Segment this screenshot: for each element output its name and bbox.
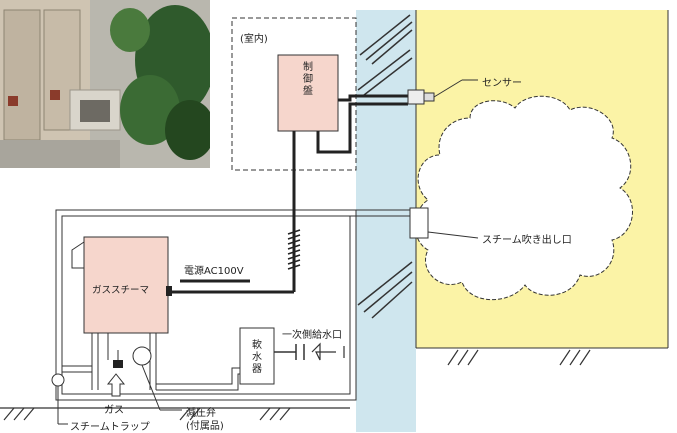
cable-coil (287, 229, 301, 270)
leader-lines (57, 364, 182, 425)
steam-duct (56, 209, 416, 217)
indoor-label: (室内) (240, 34, 268, 45)
softener-box (239, 327, 275, 385)
steam-trap (51, 373, 65, 387)
power-label: 電源AC100V (184, 266, 244, 277)
pressure-valve-note: (付属品) (186, 421, 224, 432)
steamer-piping (62, 333, 262, 391)
primary-water-inlet-label: 一次側給水口 (282, 330, 342, 341)
gas-label: ガス (104, 405, 124, 416)
pressure-valve (132, 346, 152, 366)
control-panel-box (277, 54, 339, 132)
gas-steamer-box (83, 236, 169, 334)
sensor-label: センサー (482, 78, 522, 89)
softener-label: 軟水器 (252, 340, 262, 375)
sensor-cable (316, 94, 408, 154)
steam-trap-label: スチームトラップ (70, 422, 150, 433)
installation-photo (0, 0, 210, 168)
control-panel-label: 制御盤 (303, 62, 313, 97)
sensor (407, 89, 425, 105)
pressure-valve-label: 減圧弁 (186, 408, 216, 419)
ground-hatching (0, 407, 350, 421)
floor-hatching (447, 349, 591, 366)
wall-hatching (357, 14, 413, 319)
gas-arrow (106, 373, 126, 397)
steam-outlet-label: スチーム吹き出し口 (482, 235, 572, 246)
wall (356, 10, 416, 432)
steam-outlet (409, 207, 429, 239)
steam-cloud (414, 95, 633, 301)
gas-steamer-label: ガススチーマ (92, 285, 150, 296)
